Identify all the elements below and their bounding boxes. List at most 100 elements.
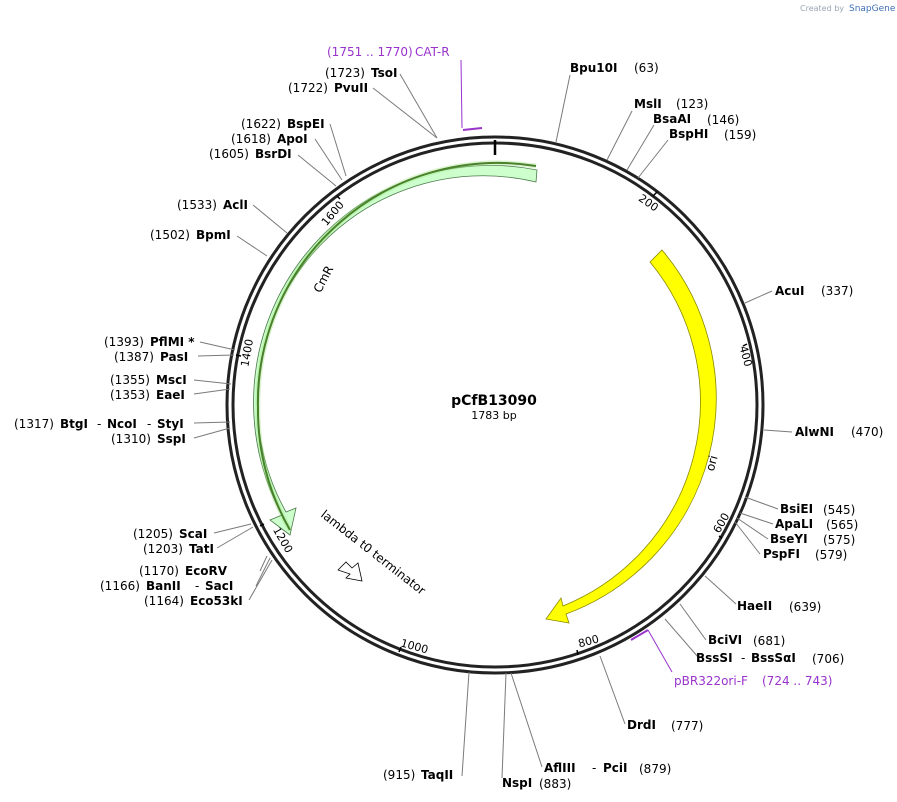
site-acli[interactable]: (1533)AclI [177, 198, 248, 212]
site-name[interactable]: AlwNI [795, 425, 834, 439]
site-name-2[interactable]: SacI [205, 579, 233, 593]
site-name-2[interactable]: NcoI [107, 417, 137, 431]
site-name[interactable]: BanII [146, 579, 181, 593]
primer-pbr322ori-f-range: (724 .. 743) [762, 674, 832, 688]
site-apoi[interactable]: (1618)ApoI [231, 132, 308, 146]
site-bcivi[interactable]: BciVI(681) [708, 633, 785, 648]
site-taqii[interactable]: (915)TaqII [383, 768, 453, 782]
site-pflmi[interactable]: (1393) PflMI * [104, 335, 195, 349]
site-name[interactable]: DrdI [627, 718, 656, 732]
site-msci[interactable]: (1355)MscI [110, 373, 187, 387]
site-bseyi[interactable]: BseYI(575) [770, 532, 855, 547]
ori-arrow[interactable] [545, 249, 717, 624]
site-name[interactable]: PflMI * [150, 335, 195, 349]
site-name[interactable]: ApaLI [775, 517, 813, 531]
site-pos: (545) [823, 503, 855, 517]
site-name[interactable]: ScaI [179, 527, 207, 541]
site-pvuii[interactable]: (1722)PvuII [288, 81, 368, 95]
site-eaei[interactable]: (1353) EaeI [110, 388, 185, 402]
site-name[interactable]: MslI [634, 97, 662, 111]
site-btgi[interactable]: (1317) BtgI - NcoI - StyI [14, 417, 184, 431]
site-bspei[interactable]: (1622)BspEI [241, 117, 325, 131]
site-tsoi[interactable]: (1723) TsoI [325, 66, 397, 80]
site-pos: (123) [676, 97, 708, 111]
site-name[interactable]: TatI [189, 542, 214, 556]
site-name[interactable]: SspI [157, 432, 186, 446]
site-name[interactable]: ApoI [277, 132, 308, 146]
site-pos: (1723) [325, 66, 365, 80]
site-name[interactable]: BsrDI [255, 147, 292, 161]
tick-label-800: 800 [577, 632, 601, 650]
site-pos: (565) [826, 518, 858, 532]
site-name[interactable]: BsiEI [780, 502, 813, 516]
site-name[interactable]: BtgI [60, 417, 88, 431]
site-name[interactable]: AflIII [544, 761, 576, 775]
terminator-arrow[interactable] [337, 561, 363, 582]
site-name[interactable]: PspFI [763, 547, 800, 561]
site-scai[interactable]: (1205) ScaI [133, 527, 207, 541]
site-name[interactable]: TsoI [371, 66, 397, 80]
site-haeii[interactable]: HaeII (639) [737, 599, 821, 614]
site-sspi[interactable]: (1310)SspI [111, 432, 186, 446]
site-bsphi[interactable]: BspHI(159) [669, 127, 756, 142]
site-name[interactable]: BseYI [770, 532, 808, 546]
site-name[interactable]: HaeII [737, 599, 772, 613]
site-pos: (883) [539, 777, 571, 791]
cmr-feature[interactable] [253, 160, 538, 536]
site-acui[interactable]: AcuI(337) [775, 284, 853, 298]
site-eco53ki[interactable]: (1164)Eco53kI [144, 594, 243, 608]
site-separator: - [97, 417, 101, 431]
terminator-feature[interactable] [337, 561, 363, 582]
site-name[interactable]: PvuII [334, 81, 368, 95]
site-pos: (1393) [104, 335, 144, 349]
site-name-2[interactable]: BssSαI [751, 651, 796, 665]
site-pos: (1353) [110, 388, 150, 402]
site-msli[interactable]: MslI (123) [634, 97, 708, 111]
site-name-2[interactable]: PciI [603, 761, 628, 775]
site-name[interactable]: AcuI [775, 284, 804, 298]
site-name[interactable]: MscI [156, 373, 187, 387]
site-pspfi[interactable]: PspFI(579) [763, 547, 847, 562]
site-name[interactable]: NspI [502, 776, 532, 790]
site-name-3[interactable]: StyI [157, 417, 184, 431]
site-name[interactable]: BsaAI [653, 112, 691, 126]
ori-feature[interactable] [545, 249, 717, 624]
site-name[interactable]: BciVI [708, 633, 742, 647]
site-name[interactable]: BssSI [696, 651, 733, 665]
site-name[interactable]: EaeI [156, 388, 185, 402]
site-name[interactable]: BpmI [196, 228, 231, 242]
site-name[interactable]: TaqII [421, 768, 453, 782]
site-ecorv[interactable]: (1170)EcoRV [139, 564, 228, 578]
site-afliii[interactable]: AflIII - PciI (879) [544, 761, 671, 776]
primer-pbr322ori-f-name[interactable]: pBR322ori-F [674, 674, 748, 688]
terminator-label: lambda t0 terminator [318, 507, 428, 597]
site-alwni[interactable]: AlwNI(470) [795, 425, 883, 439]
site-pos: (639) [789, 600, 821, 614]
site-tati[interactable]: (1203)TatI [143, 542, 214, 556]
site-apali[interactable]: ApaLI (565) [775, 517, 858, 532]
site-bpmi[interactable]: (1502)BpmI [150, 228, 231, 242]
cmr-arrow[interactable] [253, 165, 538, 536]
brand-prefix: Created by [800, 4, 844, 13]
site-banii[interactable]: (1166) BanII - SacI [100, 579, 233, 593]
primer-cat-r-name[interactable]: CAT-R [415, 45, 450, 59]
site-pos: (1205) [133, 527, 173, 541]
site-bsssi[interactable]: BssSI - BssSαI (706) [696, 651, 844, 666]
site-name[interactable]: Eco53kI [190, 594, 243, 608]
site-name[interactable]: AclI [223, 198, 248, 212]
site-pasi[interactable]: (1387)PasI [114, 350, 188, 364]
site-nspi[interactable]: NspI (883) [502, 776, 571, 791]
primer-pbr322ori-f[interactable]: pBR322ori-F (724 .. 743) [630, 629, 832, 688]
site-name[interactable]: EcoRV [185, 564, 228, 578]
site-bpu10i[interactable]: Bpu10I(63) [570, 61, 659, 75]
site-bsaai[interactable]: BsaAI(146) [653, 112, 739, 127]
site-name[interactable]: PasI [160, 350, 188, 364]
site-bsiei[interactable]: BsiEI (545) [780, 502, 855, 517]
site-name[interactable]: BspHI [669, 127, 708, 141]
site-drdi[interactable]: DrdI(777) [627, 718, 703, 733]
site-bsrdi[interactable]: (1605)BsrDI [209, 147, 292, 161]
site-name[interactable]: BspEI [287, 117, 325, 131]
site-name[interactable]: Bpu10I [570, 61, 617, 75]
primer-cat-r[interactable]: (1751 .. 1770) CAT-R [327, 45, 483, 131]
